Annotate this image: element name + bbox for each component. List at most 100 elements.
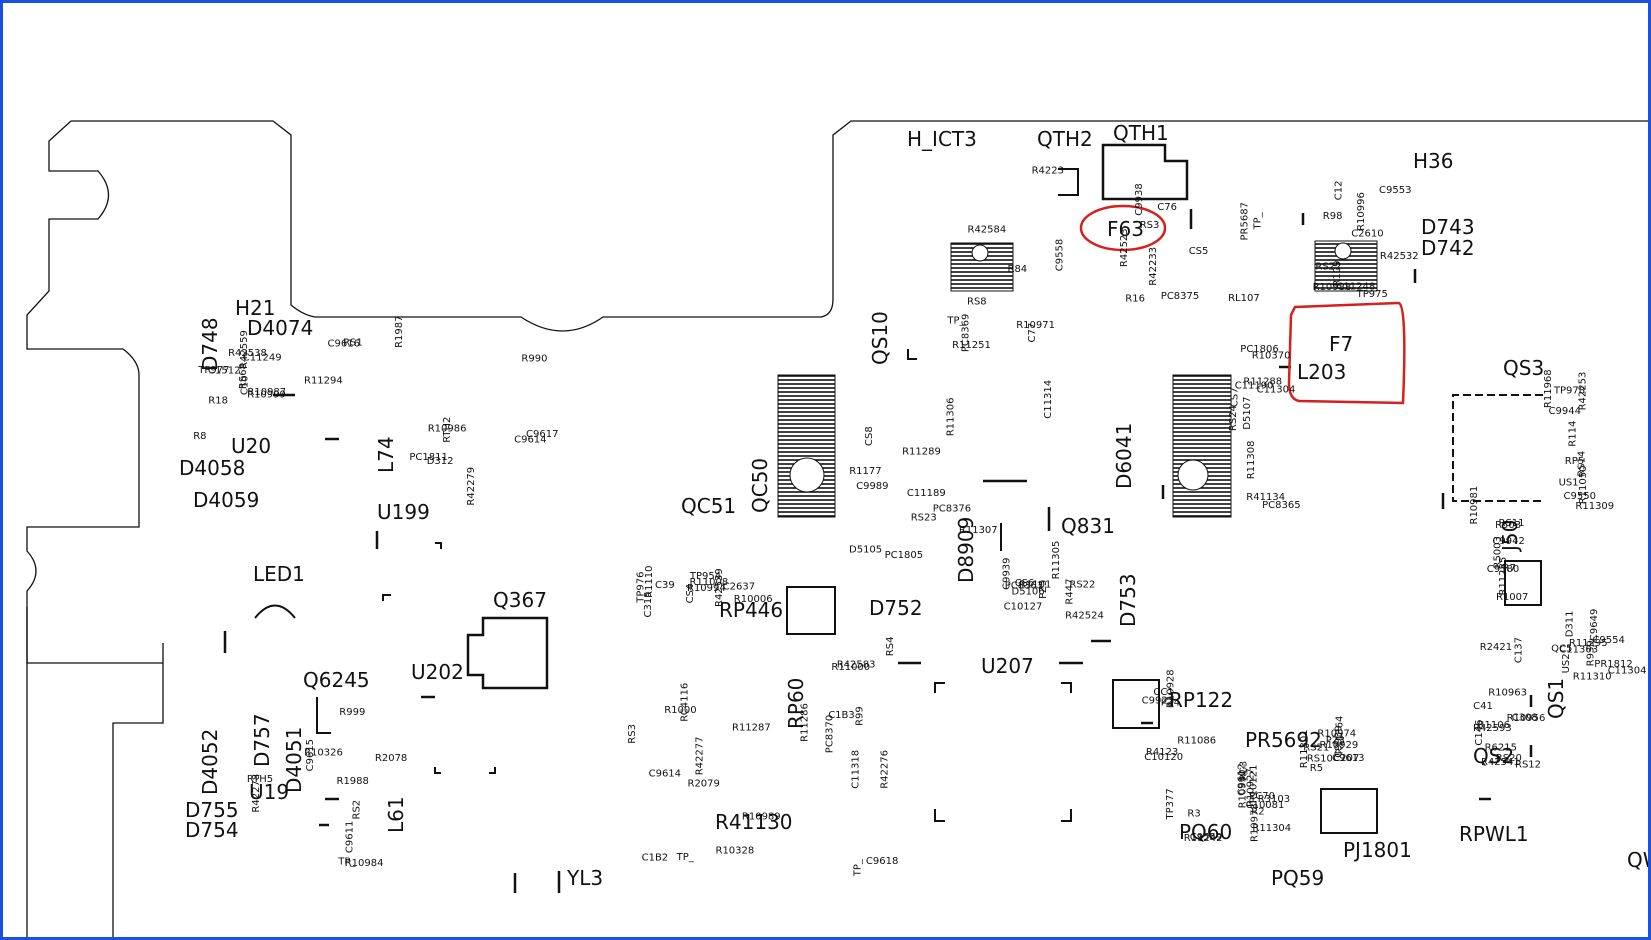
component-ref: RL107 (1228, 293, 1260, 304)
component-ref: R1987 (394, 315, 405, 347)
pad-d6041 (1172, 374, 1232, 518)
component-ref: C9617 (526, 429, 558, 440)
component-ref: C10120 (1144, 752, 1183, 763)
component-ref: R10370 (1252, 350, 1291, 361)
component-ref: R11295 (1569, 638, 1608, 649)
label-d752: D752 (869, 596, 923, 620)
component-ref: C11248 (1336, 282, 1375, 293)
label-d757: D757 (250, 713, 274, 767)
component-ref: RS22 (1315, 261, 1341, 272)
component-ref: TP_ (946, 316, 965, 327)
component-ref: RC3 (1239, 761, 1250, 781)
component-ref: C11249 (243, 353, 282, 364)
label-qth2: QTH2 (1037, 127, 1093, 151)
component-ref: RS10 (1307, 753, 1333, 764)
component-ref: R11310 (1573, 671, 1612, 682)
component-ref: R7 (1503, 563, 1516, 574)
component-ref: CS7 (1230, 387, 1241, 407)
label-d755: D755 (185, 798, 239, 822)
label-pq59: PQ59 (1271, 866, 1324, 890)
label-d6041: D6041 (1112, 423, 1136, 489)
component-ref: RS8 (967, 297, 987, 308)
component-ref: TP_ (1253, 211, 1264, 230)
component-ref: C2610 (1351, 228, 1383, 239)
component-ref: R42233 (1148, 247, 1159, 286)
component-ref: R18 (208, 395, 228, 406)
component-ref: R11308 (1246, 441, 1257, 480)
component-ref: TP_ (337, 856, 356, 867)
component-ref: CS6 (1015, 578, 1035, 589)
label-rp122: RP122 (1169, 688, 1233, 712)
component-ref: RS11 (1499, 518, 1525, 529)
component-ref: PR5687 (1239, 202, 1250, 240)
component-ref: R11251 (952, 340, 991, 351)
component-ref: CS8 (864, 426, 875, 446)
component-ref: R11305 (1051, 541, 1062, 580)
component-ref: TP975 (1356, 289, 1388, 300)
label-qs10: QS10 (868, 311, 892, 365)
label-qs2: QS2 (1473, 744, 1514, 768)
component-ref: R503 (1495, 520, 1521, 531)
component-ref: C11189 (907, 488, 946, 499)
component-ref: C9550 (1564, 491, 1596, 502)
pad-qc50 (777, 374, 836, 518)
component-ref: C9923 (1142, 696, 1174, 707)
component-ref: RS14 (1576, 451, 1587, 477)
label-h_ict3: H_ICT3 (907, 127, 977, 151)
label-d748: D748 (198, 317, 222, 371)
component-ref: R42279 (466, 467, 477, 506)
component-ref: TP978 (1553, 385, 1585, 396)
component-ref: R10121 (1248, 765, 1259, 804)
highlight-f7 (1287, 301, 1406, 405)
component-ref: C9558 (1055, 239, 1066, 271)
component-ref: R11286 (800, 703, 811, 742)
footprint-rp122 (1112, 679, 1160, 729)
component-ref: C11304 (1257, 385, 1296, 396)
component-ref: R114 (1567, 421, 1578, 447)
label-h21: H21 (235, 296, 276, 320)
highlight-f63 (1079, 204, 1167, 252)
component-ref: PZ3 (1326, 735, 1345, 746)
component-ref: RS2 (351, 800, 362, 820)
component-ref: R42532 (1380, 251, 1419, 262)
component-ref: RC4116 (679, 683, 690, 722)
label-d4059: D4059 (193, 488, 259, 512)
component-ref: C9612 (1237, 763, 1248, 795)
label-l61: L61 (384, 796, 408, 833)
component-ref: R11242 (1184, 833, 1223, 844)
label-pq60: PQ60 (1179, 820, 1232, 844)
component-ref: C9939 (1001, 557, 1012, 589)
component-ref: C9553 (1379, 185, 1411, 196)
label-d4058: D4058 (179, 456, 245, 480)
component-ref: R2421 (1480, 642, 1512, 653)
ic-brackets (316, 349, 1072, 822)
component-ref: C137 (1513, 637, 1524, 663)
component-ref: TP977 (197, 365, 229, 376)
label-qs1: QS1 (1544, 678, 1568, 719)
component-ref: C39 (655, 580, 675, 591)
component-ref: R1000 (664, 705, 696, 716)
component-ref: D312 (427, 456, 454, 467)
label-q831: Q831 (1061, 514, 1115, 538)
component-ref: R98 (1323, 211, 1343, 222)
component-ref: C76 (1157, 202, 1177, 213)
component-ref: C11318 (851, 750, 862, 789)
component-ref: CS4 (685, 584, 696, 604)
label-qs3: QS3 (1503, 356, 1544, 380)
component-ref: C11190 (1235, 381, 1274, 392)
label-u199: U199 (377, 500, 430, 524)
component-ref: R10326 (304, 748, 343, 759)
small-labels: RTH2RTH5C1B2C1B3R4223R42233D5107D5105D51… (193, 166, 1646, 878)
board-outline (26, 120, 1648, 937)
component-ref: R42541 (1481, 757, 1520, 768)
component-ref: RTH5 (247, 774, 273, 785)
component-ref: R10956 (1507, 713, 1546, 724)
component-ref: R10927 (1246, 768, 1257, 807)
component-ref: C77 (1027, 323, 1038, 343)
component-ref: R999 (339, 707, 365, 718)
component-ref: C9554 (1592, 635, 1624, 646)
component-ref: R10974 (1317, 729, 1356, 740)
component-ref: C1B3 (828, 710, 855, 721)
component-ref: C9614 (649, 769, 681, 780)
